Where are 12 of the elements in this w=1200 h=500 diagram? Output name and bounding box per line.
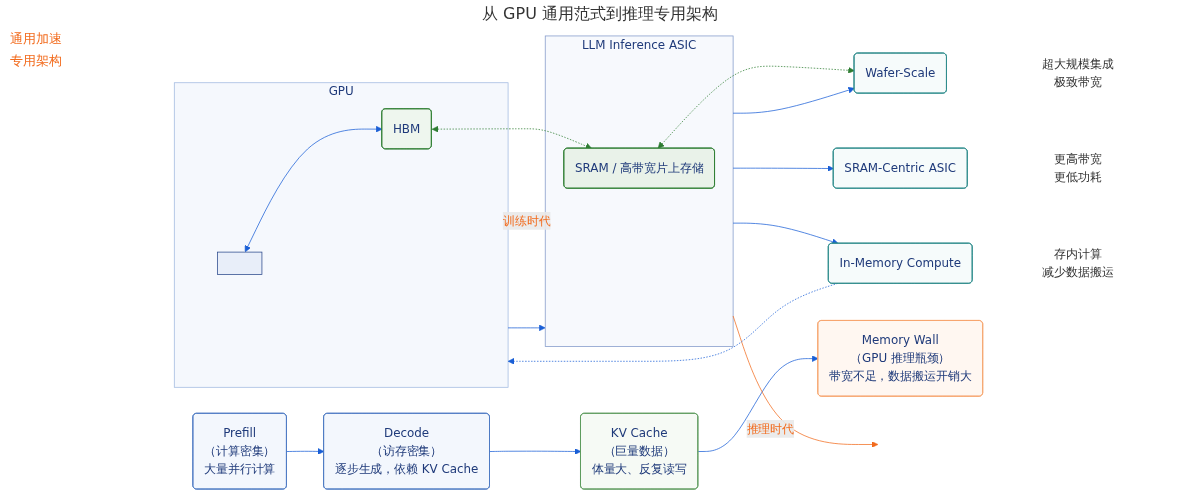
edge-note: 专用架构 [10, 52, 62, 70]
edge-label: 推理时代 [746, 421, 795, 436]
node-label: 超大规模集成 [1042, 56, 1114, 71]
diagram-title: 从 GPU 通用范式到推理专用架构 [481, 4, 719, 25]
node-box [217, 251, 263, 275]
edge-note: 通用加速 [10, 30, 62, 48]
node-label: 存内计算 [1054, 246, 1102, 262]
node-label: 更高带宽 [1054, 151, 1102, 166]
node-label: 减少数据搬运 [1042, 264, 1114, 279]
edge-label: 训练时代 [502, 213, 551, 228]
node-label: 极致带宽 [1054, 74, 1102, 89]
node-label: 更低功耗 [1054, 169, 1102, 184]
